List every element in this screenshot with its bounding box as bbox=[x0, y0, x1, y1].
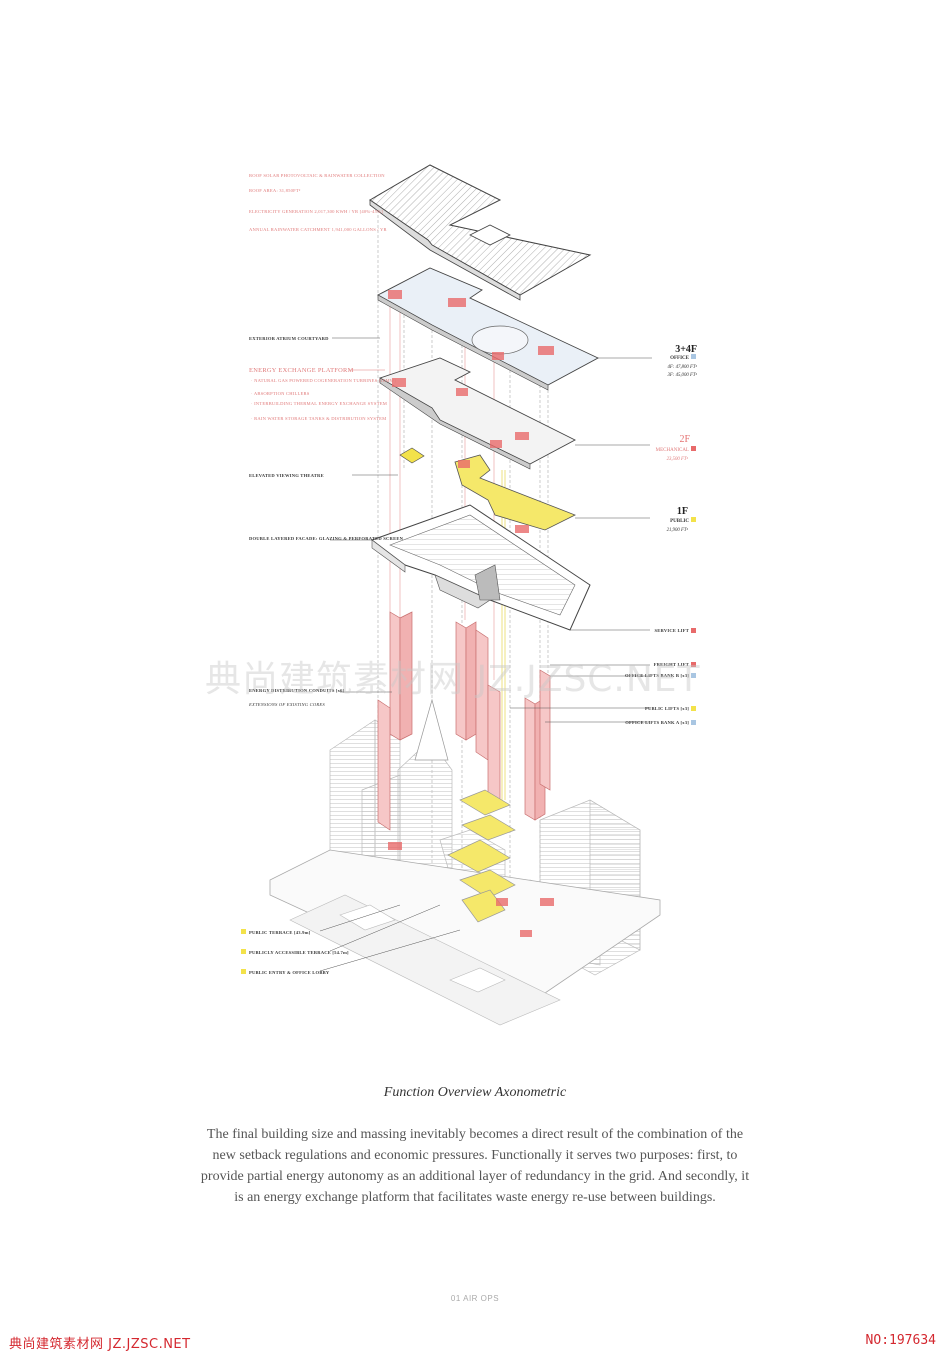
freight-lift-label: FREIGHT LIFT bbox=[654, 662, 689, 667]
public-terrace-label: PUBLIC TERRACE [43.9m] bbox=[249, 930, 311, 935]
level-1-title: 1F bbox=[677, 506, 688, 517]
theatre-label: ELEVATED VIEWING THEATRE bbox=[249, 473, 324, 478]
ground-plane bbox=[269, 849, 661, 1026]
level-3-area: 3F: 45,000 FT² bbox=[667, 372, 697, 378]
public-plate bbox=[399, 447, 576, 533]
roof-plate bbox=[369, 164, 592, 301]
service-lift-swatch bbox=[691, 628, 696, 633]
conduits-label: ENERGY DISTRIBUTION CONDUITS [x6] bbox=[249, 688, 345, 693]
figure-caption: Function Overview Axonometric bbox=[383, 1085, 567, 1100]
public-entry-swatch bbox=[241, 969, 246, 974]
public-terrace-swatch bbox=[241, 929, 246, 934]
level-1-use: PUBLIC bbox=[670, 519, 689, 524]
level-2-use: MECHANICAL bbox=[656, 448, 689, 453]
footer-number: NO:197634 bbox=[865, 1333, 936, 1348]
roof-area-label: ROOF AREA: 31,850FT² bbox=[249, 188, 301, 194]
axonometric-diagram: ROOF SOLAR PHOTOVOLTAIC & RAINWATER COLL… bbox=[241, 164, 698, 1026]
public-lift-lines bbox=[501, 470, 506, 800]
level-2-area: 23,500 FT² bbox=[667, 456, 689, 462]
public-entry-label: PUBLIC ENTRY & OFFICE LOBBY bbox=[249, 970, 330, 975]
office-swatch bbox=[691, 354, 696, 359]
ep-item-3: · INTERBUILDING THERMAL ENERGY EXCHANGE … bbox=[251, 401, 387, 406]
facade-frame bbox=[370, 504, 591, 631]
page-label: 01 AIR OPS bbox=[450, 1294, 500, 1303]
public-swatch bbox=[691, 517, 696, 522]
office-plate bbox=[377, 267, 599, 391]
conduits-sub-label: EXTENSIONS OF EXISTING CORES bbox=[248, 702, 325, 707]
service-lift-label: SERVICE LIFT bbox=[654, 628, 689, 633]
rainwater-label: ANNUAL RAINWATER CATCHMENT 1,941,000 GAL… bbox=[249, 227, 387, 233]
ep-item-1: · NATURAL GAS POWERED COGENERATION TURBI… bbox=[251, 378, 396, 383]
electricity-label: ELECTRICITY GENERATION 2,017,300 KWH / Y… bbox=[249, 209, 383, 215]
public-accessible-swatch bbox=[241, 949, 246, 954]
body-paragraph: The final building size and massing inev… bbox=[200, 1127, 750, 1205]
left-annotations: ROOF SOLAR PHOTOVOLTAIC & RAINWATER COLL… bbox=[241, 173, 461, 975]
level-34-use: OFFICE bbox=[670, 356, 690, 361]
atrium-label: EXTERIOR ATRIUM COURTYARD bbox=[249, 336, 329, 341]
level-2-title: 2F bbox=[679, 434, 690, 445]
cores bbox=[377, 611, 551, 831]
right-annotations: 3+4F OFFICE 4F: 47,800 FT² 3F: 45,000 FT… bbox=[510, 344, 698, 725]
office-lifts-a-swatch bbox=[691, 720, 696, 725]
freight-lift-swatch bbox=[691, 662, 696, 667]
public-terraces bbox=[388, 789, 554, 937]
footer-site-name: 典尚建筑素材网 JZ.JZSC.NET bbox=[9, 1337, 191, 1352]
ep-item-2: · ABSORPTION CHILLERS bbox=[251, 391, 310, 396]
mechanical-plate bbox=[378, 357, 576, 470]
public-lifts-swatch bbox=[691, 706, 696, 711]
office-lifts-b-swatch bbox=[691, 673, 696, 678]
mechanical-swatch bbox=[691, 446, 696, 451]
energy-platform-label: ENERGY EXCHANGE PLATFORM bbox=[249, 367, 354, 374]
facade-label: DOUBLE LAYERED FACADE: GLAZING & PERFORA… bbox=[249, 536, 404, 541]
level-1-area: 21,900 FT² bbox=[667, 527, 689, 533]
ep-item-4: · RAIN WATER STORAGE TANKS & DISTRIBUTIO… bbox=[251, 416, 386, 421]
level-4-area: 4F: 47,800 FT² bbox=[667, 364, 697, 370]
level-34-title: 3+4F bbox=[675, 344, 697, 355]
roof-pv-label: ROOF SOLAR PHOTOVOLTAIC & RAINWATER COLL… bbox=[249, 173, 385, 178]
public-lifts-label: PUBLIC LIFTS [x3] bbox=[645, 706, 689, 711]
public-accessible-label: PUBLICLY ACCESSIBLE TERRACE [54.7m] bbox=[249, 950, 349, 955]
office-lifts-a-label: OFFICE LIFTS BANK A [x3] bbox=[625, 720, 689, 725]
office-lifts-b-label: OFFICE LIFTS BANK B [x3] bbox=[625, 673, 689, 678]
